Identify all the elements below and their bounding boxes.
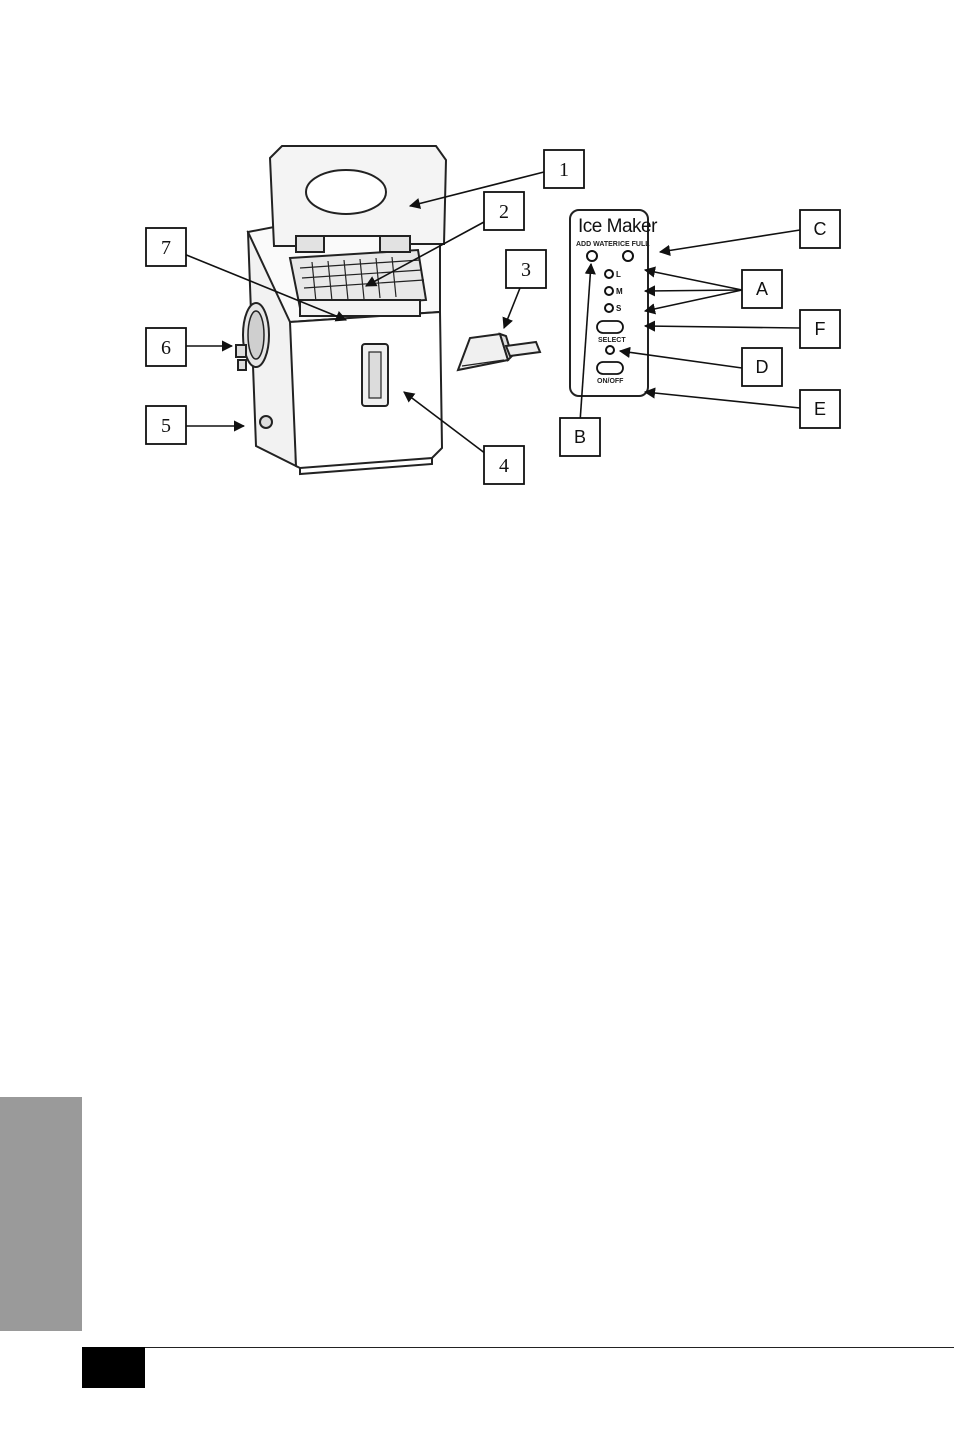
callout-D: D [742, 348, 782, 386]
callout-5: 5 [146, 406, 186, 444]
size-m-label: M [616, 287, 623, 296]
size-s-label: S [616, 304, 622, 313]
svg-text:F: F [815, 319, 826, 339]
svg-text:1: 1 [559, 159, 569, 181]
callout-A: A [742, 270, 782, 308]
panel-title: Ice Maker [578, 216, 658, 237]
callout-C: C [800, 210, 840, 248]
callout-3: 3 [506, 250, 546, 288]
svg-text:2: 2 [499, 201, 509, 223]
footer-rule [82, 1347, 954, 1348]
side-tab [0, 1097, 82, 1331]
page-number-box [82, 1347, 145, 1388]
callout-1: 1 [544, 150, 584, 188]
callout-F: F [800, 310, 840, 348]
callout-B: B [560, 418, 600, 456]
svg-text:C: C [814, 219, 827, 239]
ice-maker-illustration [236, 146, 446, 474]
size-m-light [605, 287, 613, 295]
add-water-light [587, 251, 597, 261]
callout-E: E [800, 390, 840, 428]
callout-4: 4 [484, 446, 524, 484]
indicator-ice-full-label: ICE FULL [618, 241, 650, 248]
select-label: SELECT [598, 337, 626, 344]
size-s-light [605, 304, 613, 312]
size-l-label: L [616, 270, 621, 279]
ice-maker-diagram: Ice Maker ADD WATER ICE FULL L M S SELEC… [0, 0, 954, 520]
callout-6: 6 [146, 328, 186, 366]
callout-2: 2 [484, 192, 524, 230]
svg-text:7: 7 [161, 237, 171, 259]
onoff-label: ON/OFF [597, 378, 624, 385]
svg-text:A: A [756, 279, 768, 299]
power-light [606, 346, 614, 354]
size-l-light [605, 270, 613, 278]
ice-scoop-illustration [458, 334, 540, 370]
indicator-add-water-label: ADD WATER [576, 241, 618, 248]
svg-text:E: E [814, 399, 826, 419]
svg-text:5: 5 [161, 415, 171, 437]
select-button-drawing [597, 321, 623, 333]
svg-text:6: 6 [161, 337, 171, 359]
svg-text:4: 4 [499, 455, 509, 477]
svg-text:3: 3 [521, 259, 531, 281]
svg-text:B: B [574, 427, 586, 447]
svg-text:D: D [756, 357, 769, 377]
onoff-button-drawing [597, 362, 623, 374]
ice-full-light [623, 251, 633, 261]
callout-7: 7 [146, 228, 186, 266]
